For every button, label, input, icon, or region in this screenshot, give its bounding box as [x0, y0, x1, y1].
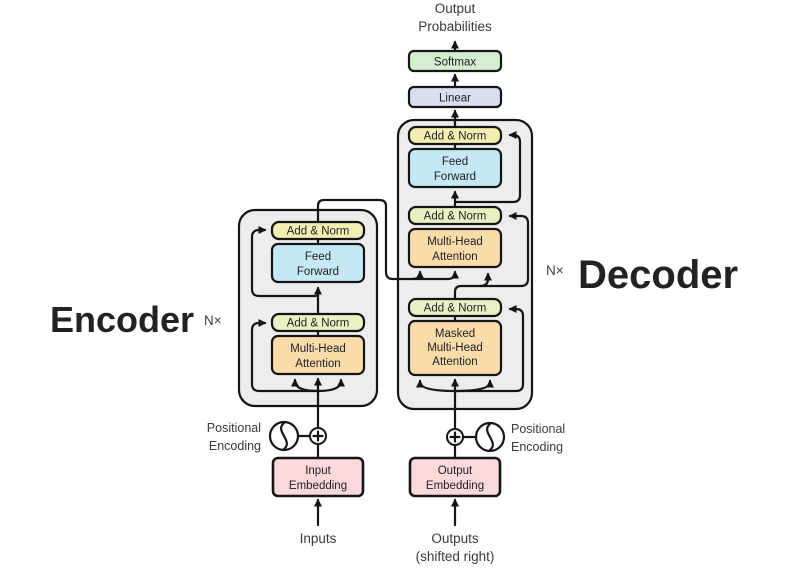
outputs-label-line2: (shifted right) — [416, 549, 495, 564]
encoder-add-norm-top-label: Add & Norm — [287, 226, 350, 238]
encoder-n-times: N× — [204, 313, 222, 328]
input-embedding-label-line1: Input — [305, 465, 331, 477]
decoder-title: Decoder — [578, 253, 738, 297]
decoder-feed-forward-label-line2: Forward — [434, 171, 476, 183]
positional-encoding-right-line2: Encoding — [511, 440, 563, 454]
decoder-add-norm-bottom-box — [407, 297, 503, 318]
input-embedding-label-line2: Embedding — [289, 480, 347, 492]
plus-glyph — [312, 430, 324, 442]
wire-encoder-residual-1 — [250, 319, 320, 393]
output-probabilities-line2: Probabilities — [418, 19, 492, 34]
wire-encoder-output-to-decoder-kv2 — [410, 270, 459, 281]
encoder-add-norm-bottom-label: Add & Norm — [287, 318, 350, 330]
positional-encoding-left-line1: Positional — [207, 421, 261, 435]
arrow-masked-mha-left — [416, 379, 457, 393]
decoder-add-norm-top-label: Add & Norm — [424, 131, 487, 143]
decoder-feed-forward-box — [407, 147, 503, 189]
encoder-mha-label-line1: Multi-Head — [290, 343, 346, 355]
encoder-add-norm-top-box — [270, 220, 366, 241]
output-embedding-label-line1: Output — [438, 465, 473, 477]
decoder-add-norm-middle-label: Add & Norm — [424, 211, 487, 223]
arrow-decoder-mha-query — [478, 272, 492, 288]
output-embedding-box — [408, 456, 502, 498]
decoder-multi-head-attention-box — [407, 227, 503, 269]
encoder-add-norm-bottom-box — [270, 312, 366, 333]
positional-encoding-right-line1: Positional — [511, 422, 565, 436]
wire-encoder-residual-2 — [250, 226, 320, 298]
decoder-feed-forward-label-line1: Feed — [442, 156, 468, 168]
positional-encoding-left-line2: Encoding — [209, 439, 261, 453]
encoder-feed-forward-box — [270, 242, 366, 284]
encoder-title: Encoder — [50, 299, 194, 340]
masked-mha-label-line3: Attention — [432, 356, 477, 368]
output-embedding-label-line2: Embedding — [426, 480, 484, 492]
decoder-add-norm-bottom-label: Add & Norm — [424, 303, 487, 315]
encoder-mha-label-line2: Attention — [295, 358, 340, 370]
sine-wave-glyph — [486, 422, 494, 452]
softmax-label: Softmax — [434, 57, 476, 69]
wire-decoder-residual-2 — [453, 212, 530, 301]
output-probabilities-line1: Output — [435, 1, 476, 16]
plus-glyph — [449, 431, 461, 443]
arrow-encoder-mha-right — [316, 378, 345, 393]
decoder-mha-label-line1: Multi-Head — [427, 236, 483, 248]
masked-multi-head-attention-box — [407, 319, 503, 377]
linear-box — [407, 85, 503, 109]
linear-label: Linear — [439, 93, 471, 105]
decoder-mha-label-line2: Attention — [432, 251, 477, 263]
input-embedding-box — [271, 456, 365, 498]
decoder-n-times: N× — [546, 263, 564, 278]
encoder-feed-forward-label-line2: Forward — [297, 266, 339, 278]
encoder-multi-head-attention-box — [270, 334, 366, 376]
decoder-add-norm-top-box — [407, 125, 503, 146]
softmax-box — [407, 49, 503, 73]
masked-mha-label-line2: Multi-Head — [427, 342, 483, 354]
encoder-feed-forward-label-line1: Feed — [305, 251, 331, 263]
outputs-label-line1: Outputs — [431, 531, 479, 546]
sine-wave-glyph — [280, 421, 288, 451]
masked-mha-label-line1: Masked — [435, 328, 475, 340]
inputs-label: Inputs — [300, 531, 337, 546]
wire-decoder-residual-1 — [453, 305, 525, 393]
decoder-add-norm-middle-box — [407, 205, 503, 226]
wire-decoder-residual-3 — [453, 131, 522, 204]
